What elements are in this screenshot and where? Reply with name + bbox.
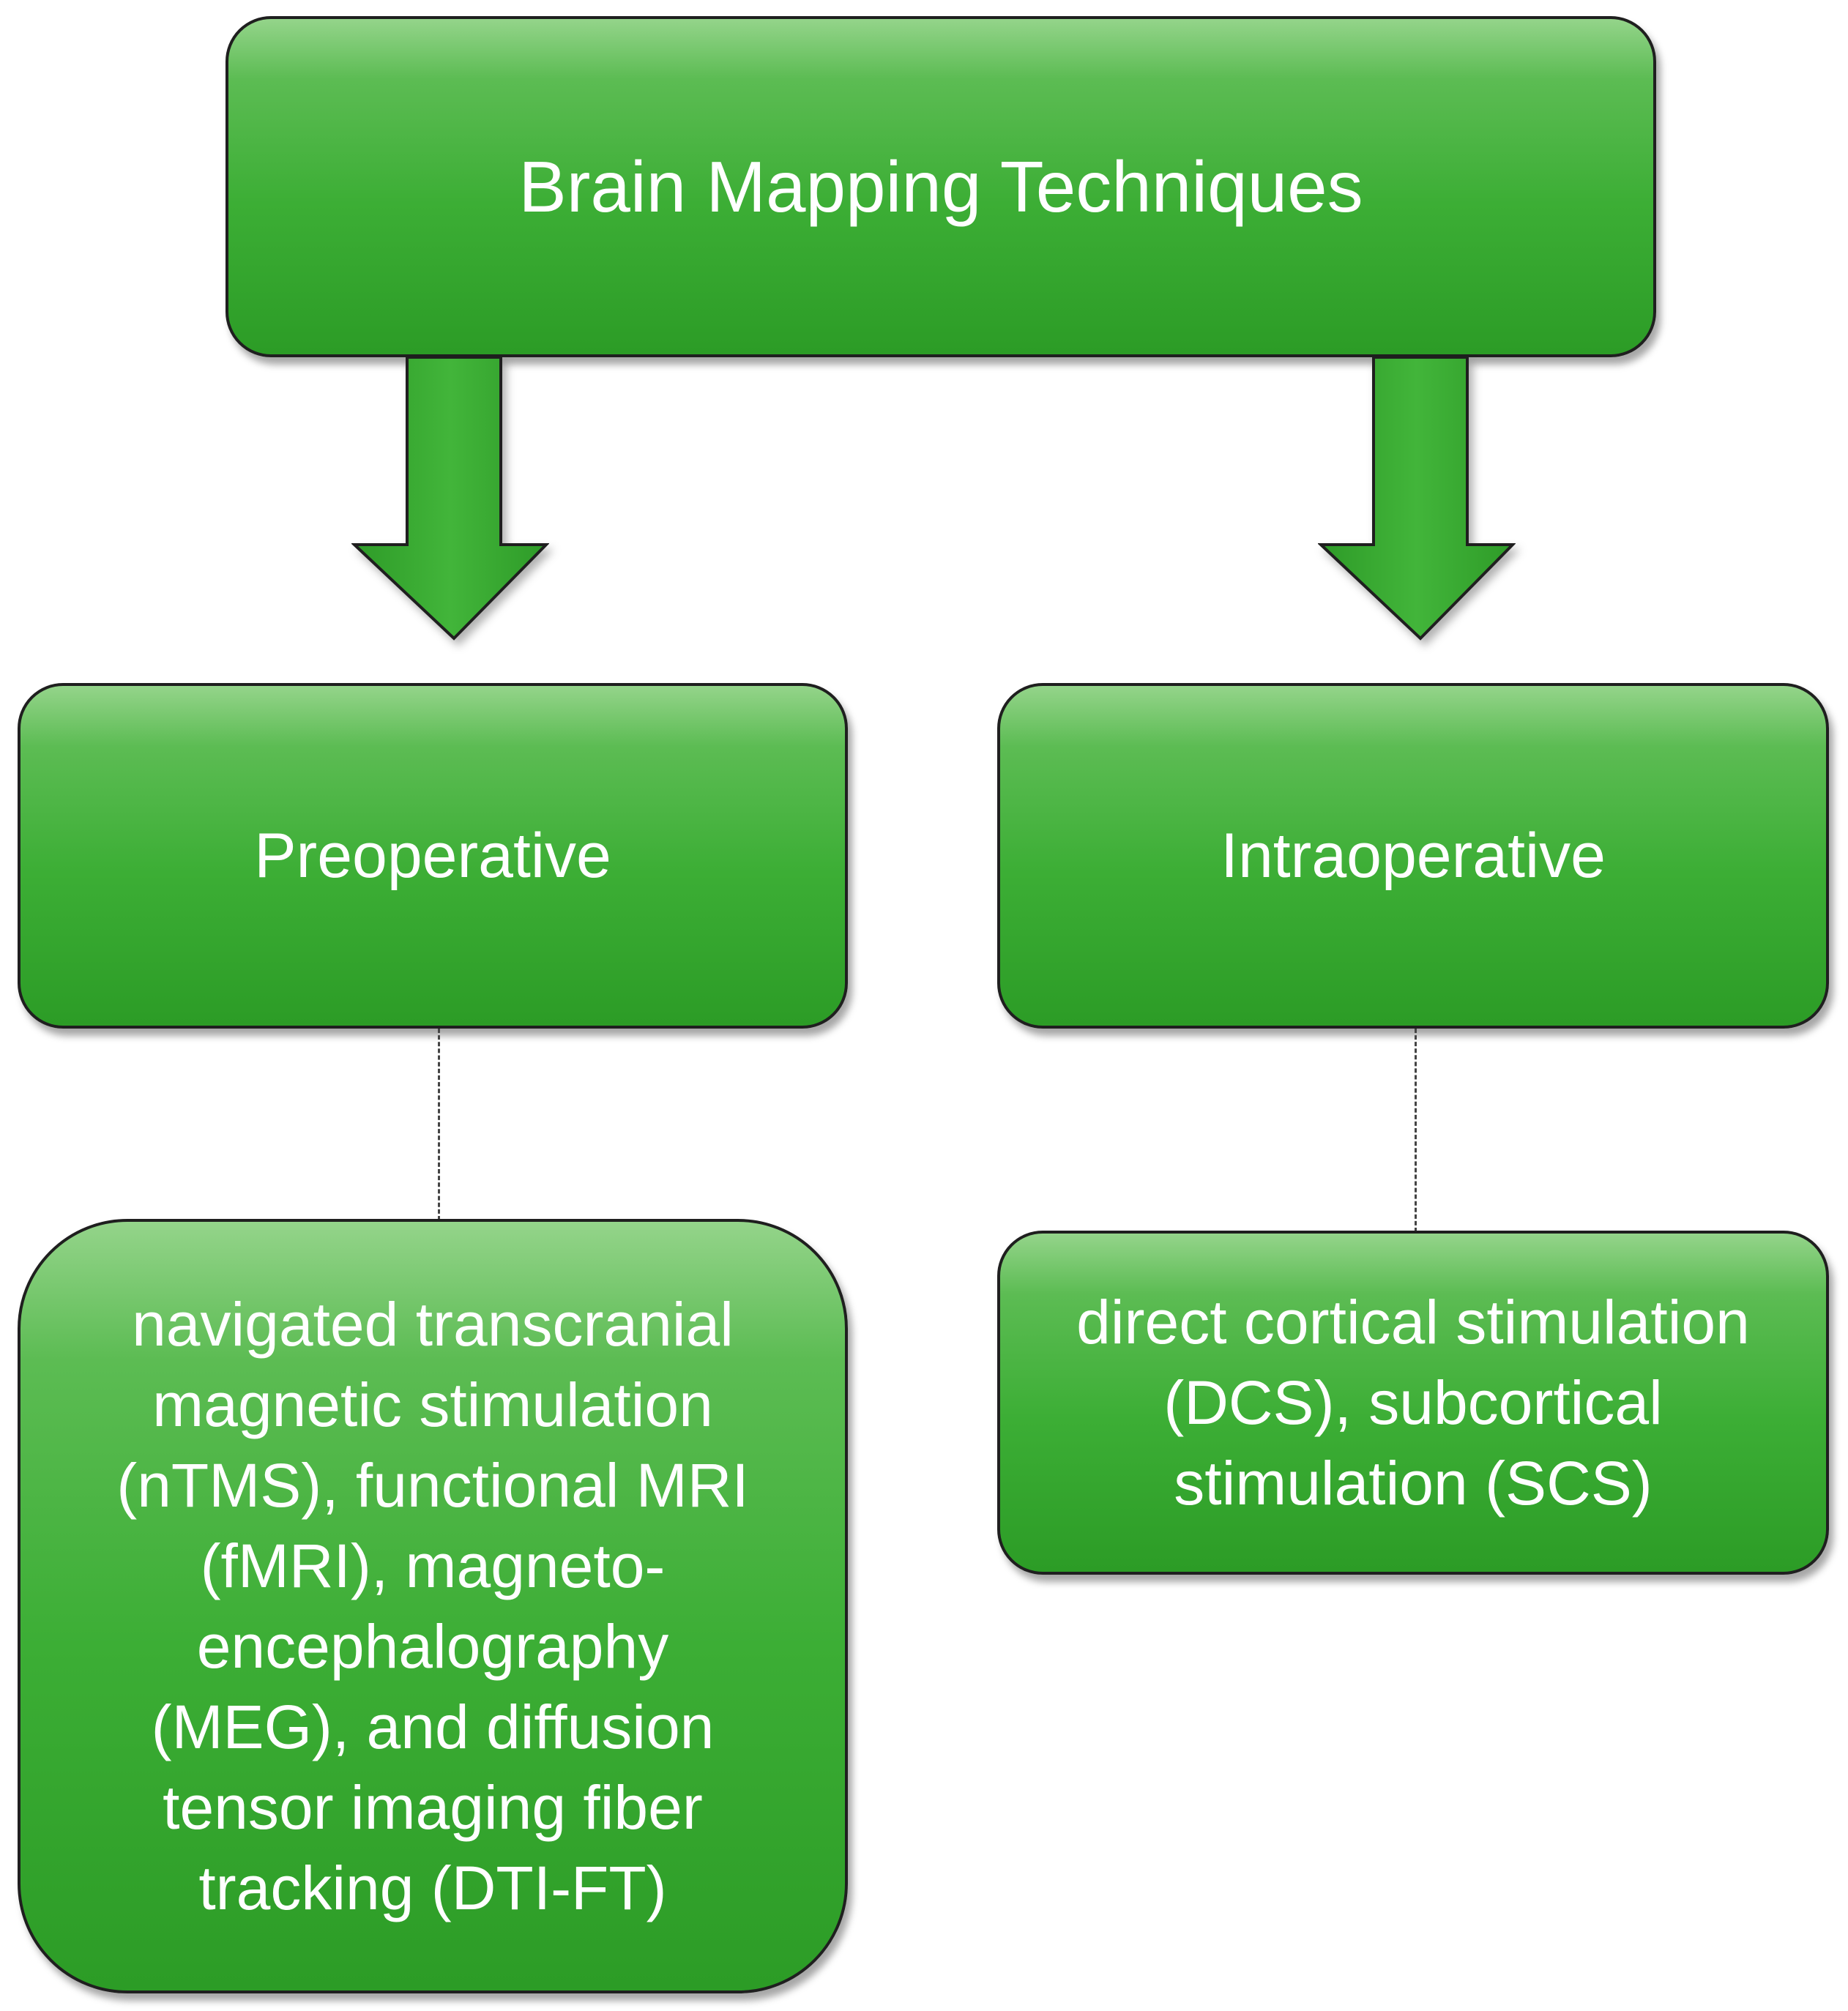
intraoperative-detail-text: direct cortical stimulation (DCS), subco…: [1076, 1288, 1750, 1518]
preoperative-connector: [438, 1029, 440, 1220]
preoperative-label: Preoperative: [254, 820, 611, 891]
preoperative-detail-node: navigated transcranial magnetic stimulat…: [18, 1219, 848, 1993]
intraoperative-node: Intraoperative: [997, 683, 1829, 1029]
intraoperative-label: Intraoperative: [1221, 820, 1606, 891]
preoperative-node: Preoperative: [18, 683, 848, 1029]
root-node: Brain Mapping Techniques: [226, 16, 1656, 357]
preoperative-detail-text: navigated transcranial magnetic stimulat…: [116, 1290, 749, 1922]
root-node-label: Brain Mapping Techniques: [518, 146, 1363, 227]
arrow-down-left-icon: [351, 357, 549, 641]
intraoperative-detail-node: direct cortical stimulation (DCS), subco…: [997, 1231, 1829, 1575]
intraoperative-connector: [1415, 1029, 1417, 1232]
arrow-down-right-icon: [1318, 357, 1516, 641]
